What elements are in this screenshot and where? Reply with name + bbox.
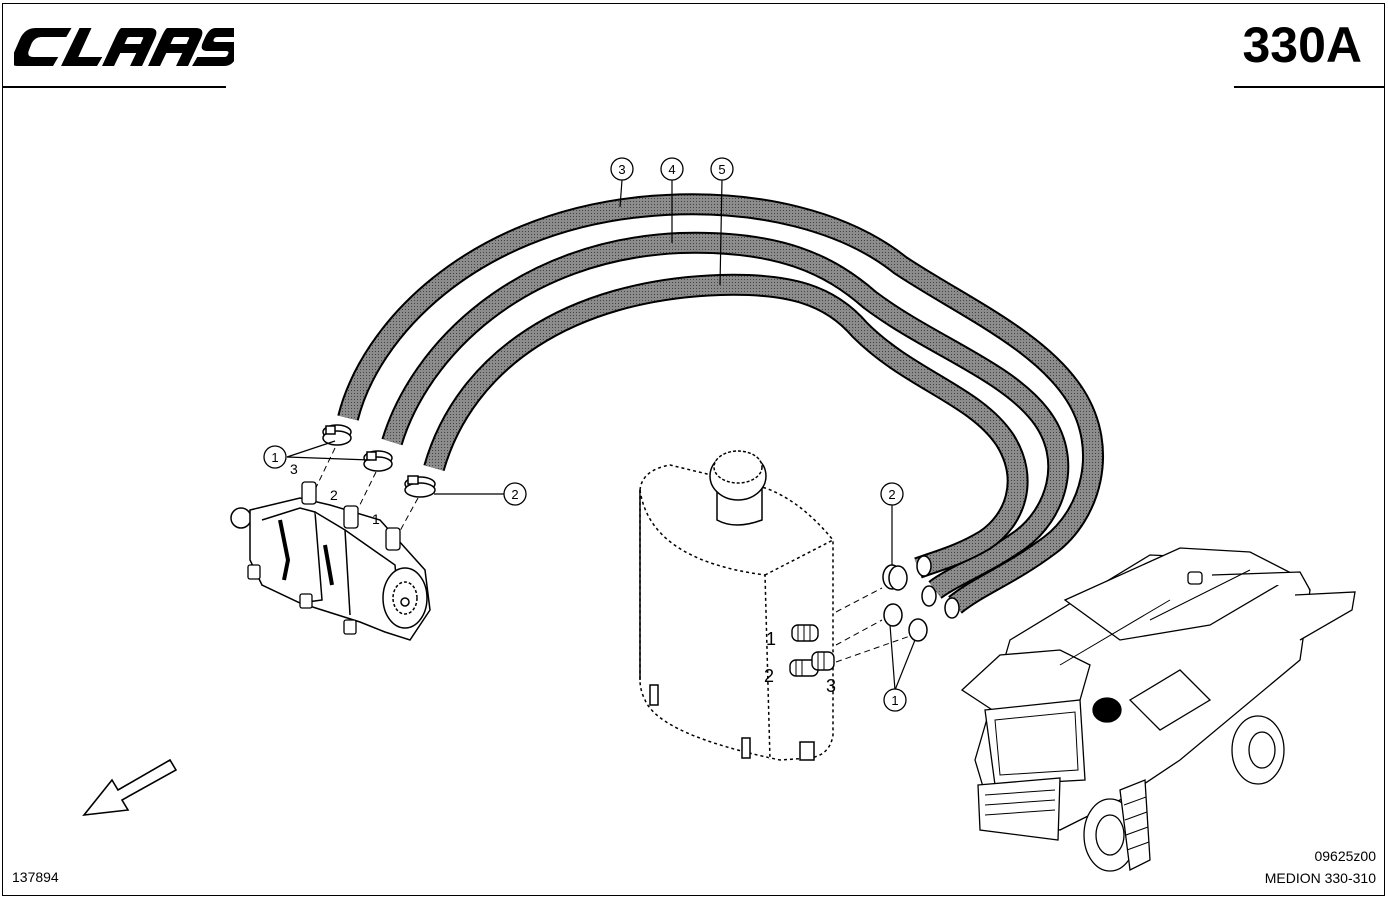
gear-pump bbox=[230, 481, 431, 641]
oil-tank bbox=[639, 450, 834, 761]
pump-port-3: 3 bbox=[290, 461, 298, 477]
page-code-underline bbox=[1234, 86, 1384, 88]
pump-port-2: 2 bbox=[330, 487, 338, 503]
hose-3 bbox=[337, 193, 1105, 614]
drawing-frame bbox=[2, 3, 1385, 896]
combine-harvester-illustration bbox=[960, 547, 1356, 872]
svg-text:4: 4 bbox=[668, 162, 675, 177]
tank-port-1: 1 bbox=[766, 629, 776, 649]
callout-3: 3 bbox=[610, 157, 634, 181]
model-ref: MEDION 330-310 bbox=[1264, 870, 1376, 886]
hose-clamps-right bbox=[882, 564, 928, 642]
callout-2-right: 2 bbox=[880, 482, 904, 506]
hose-clamps-left bbox=[322, 424, 436, 498]
callout-5: 5 bbox=[710, 157, 734, 181]
logo-underline bbox=[2, 86, 226, 88]
svg-text:1: 1 bbox=[271, 450, 278, 465]
callout-4: 4 bbox=[660, 157, 684, 181]
figure-id: 137894 bbox=[12, 869, 59, 885]
svg-text:3: 3 bbox=[618, 162, 625, 177]
callout-1-right: 1 bbox=[883, 688, 907, 712]
callout-1-left: 1 bbox=[263, 445, 287, 469]
svg-text:5: 5 bbox=[718, 162, 725, 177]
tank-port-3: 3 bbox=[826, 676, 836, 696]
svg-text:1: 1 bbox=[891, 693, 898, 708]
pump-port-1: 1 bbox=[372, 511, 380, 527]
tank-port-2: 2 bbox=[764, 666, 774, 686]
hose-5 bbox=[423, 273, 1029, 579]
page-code: 330A bbox=[1242, 17, 1362, 73]
callout-2-left: 2 bbox=[503, 482, 527, 506]
arrow-down-left-icon bbox=[82, 758, 178, 817]
tank-fittings bbox=[789, 624, 835, 677]
svg-text:2: 2 bbox=[888, 487, 895, 502]
svg-text:2: 2 bbox=[511, 487, 518, 502]
drawing-ref: 09625z00 bbox=[1314, 848, 1376, 864]
hose-4 bbox=[381, 231, 1070, 599]
